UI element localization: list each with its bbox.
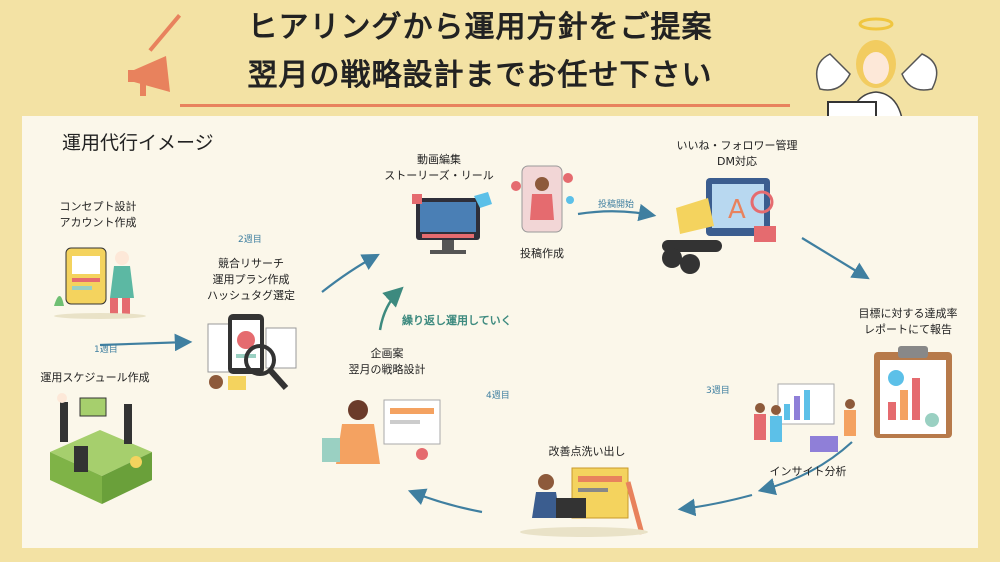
arrow-to-report [801,237,870,280]
concept-illustration [54,247,146,319]
step-editing-line1: 動画編集 [417,153,461,166]
week-2-label: 2週目 [238,235,262,245]
panel-title: 運用代行イメージ [62,132,214,154]
step-management-line1: いいね・フォロワー管理 [676,139,798,152]
step-posting: 投稿作成 [520,247,564,260]
plan-illustration [322,399,441,464]
repeat-label: 繰り返し運用していく [402,314,512,327]
step-insight: インサイト分析 [769,465,847,478]
step-plan-line2: 翌月の戦略設計 [348,363,426,376]
posting-illustration [511,165,574,233]
step-report-line2: レポートにて報告 [864,323,952,336]
step-improve: 改善点洗い出し [548,445,626,458]
report-clipboard-illustration [874,346,952,438]
header-line-1: ヒアリングから運用方針をご提案 [247,10,713,45]
arrow-to-editing [321,253,380,293]
step-editing-line2: ストーリーズ・リール [384,169,494,182]
arrow-repeat [378,286,404,331]
svg-text:A: A [728,195,746,225]
header-underline [180,104,790,107]
post-start-label: 投稿開始 [598,200,635,210]
management-illustration: A [662,178,776,274]
editing-illustration [412,192,492,254]
arrow-week4 [407,488,483,514]
step-management-line2: DM対応 [717,155,757,168]
schedule-illustration [50,393,152,504]
week-1-label: 1週目 [94,345,118,355]
arrow-week3 [757,441,853,496]
insight-illustration [754,383,856,452]
step-plan-line1: 企画案 [370,347,404,360]
megaphone-icon [128,56,170,96]
arrow-week1 [99,333,193,352]
step-research-line1: 競合リサーチ [218,257,284,270]
step-concept-line2: アカウント作成 [59,216,137,229]
arrow-to-improve [677,493,753,517]
step-research-line2: 運用プラン作成 [212,273,290,286]
step-research-line3: ハッシュタグ選定 [207,289,295,302]
week-3-label: 3週目 [706,386,730,396]
flow-panel [22,116,978,548]
arrow-post-start [577,203,657,222]
step-concept-line1: コンセプト設計 [59,200,137,213]
step-schedule: 運用スケジュール作成 [40,371,150,384]
step-report-line1: 目標に対する達成率 [858,307,958,320]
improve-illustration [520,467,648,537]
research-illustration [207,314,297,390]
week-4-label: 4週目 [486,391,510,401]
header-line-2: 翌月の戦略設計までお任せ下さい [247,58,713,93]
